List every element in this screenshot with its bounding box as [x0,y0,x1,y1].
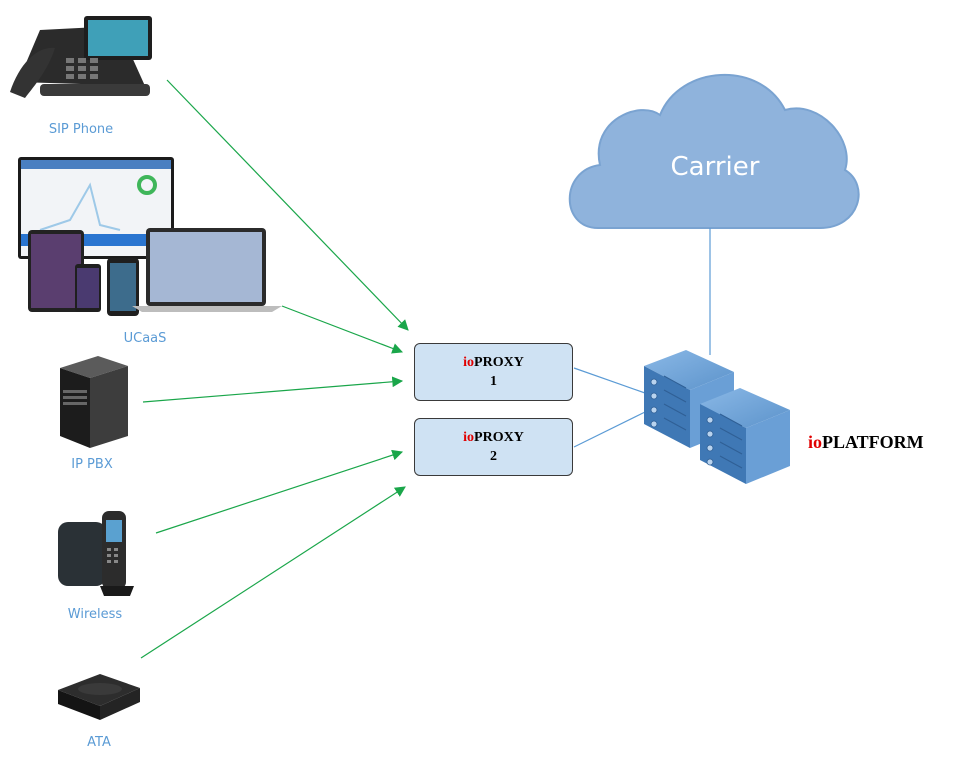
ioproxy-1-prefix: io [463,355,475,370]
wireless-label: Wireless [67,607,123,622]
ioproxy-2-box: ioPROXY 2 [414,418,573,476]
ioplatform-label: ioPLATFORM [808,432,924,453]
arrow-wireless [155,449,404,534]
proxy2-to-platform-link [573,411,646,448]
ata-device-icon [58,674,140,720]
sip-phone-label: SIP Phone [48,122,114,137]
ioproxy-2-prefix: io [463,430,475,445]
ip-pbx-label: IP PBX [71,457,113,472]
arrow-ata [140,486,406,659]
device-arrows [140,79,409,659]
links [573,228,711,448]
wireless-dect-icon [58,511,134,596]
carrier-cloud [568,74,860,229]
ioproxy-1-number: 1 [490,374,497,389]
arrow-sip-phone [166,79,409,331]
ucaas-devices-icon [18,157,282,316]
ioplatform-name: PLATFORM [822,432,924,452]
ioproxy-1-name: PROXY [474,355,524,370]
ioproxy-2-number: 2 [490,449,497,464]
ucaas-label: UCaaS [123,331,167,346]
sip-phone-icon [10,16,152,98]
ioproxy-2-name: PROXY [474,430,524,445]
server-rack-icon [644,350,790,484]
ata-label: ATA [87,735,111,750]
proxy1-to-platform-link [573,367,646,394]
ip-pbx-tower-icon [60,356,128,448]
arrow-ip-pbx [142,376,404,403]
carrier-label: Carrier [670,152,760,182]
ioplatform-prefix: io [808,432,823,452]
arrow-ucaas [281,305,404,354]
ioproxy-1-box: ioPROXY 1 [414,343,573,401]
